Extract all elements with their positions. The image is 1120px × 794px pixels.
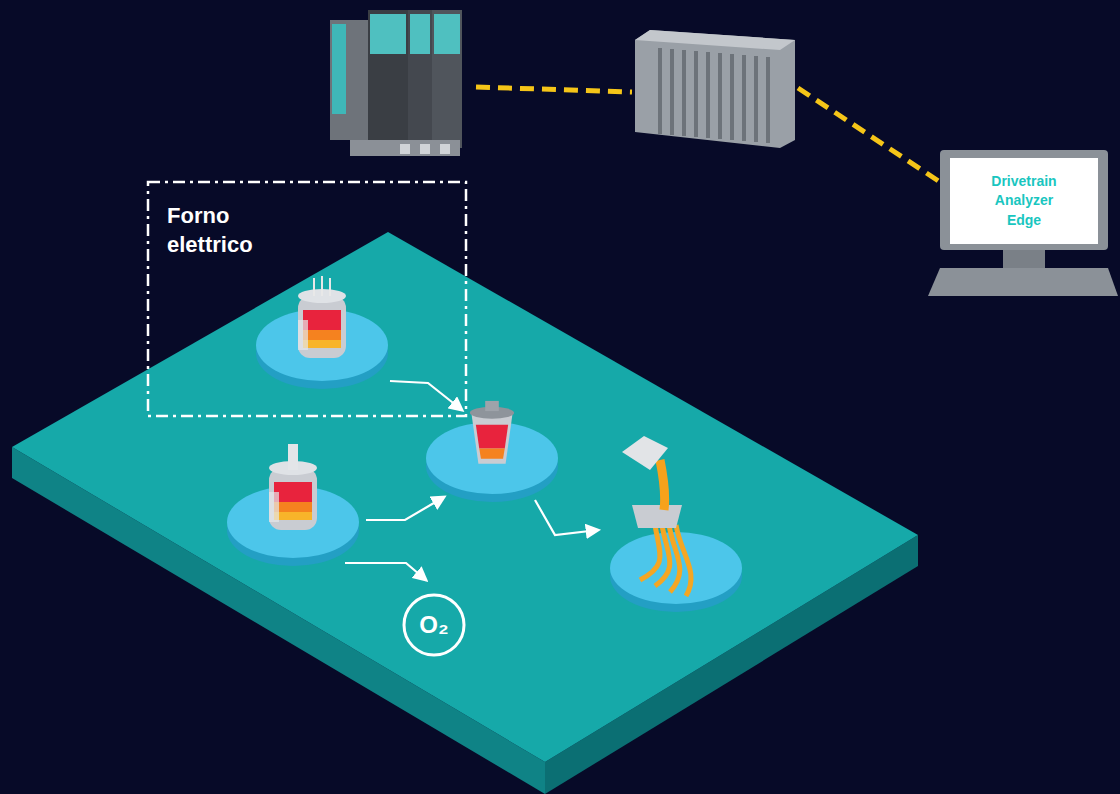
region-box: Forno elettrico — [148, 182, 466, 416]
monitor — [928, 150, 1118, 296]
network-link — [476, 87, 940, 182]
screen-box: Drivetrain Analyzer Edge — [950, 158, 1098, 244]
node-label: Forno elettrico — [167, 202, 297, 259]
caster — [610, 436, 742, 612]
gas-circle: O₂ — [402, 593, 466, 657]
node-label: O₂ — [419, 612, 448, 638]
industrial-pc — [635, 30, 795, 148]
region-outline — [148, 182, 466, 416]
drive-unit — [330, 10, 462, 156]
flow-arrow — [345, 381, 598, 580]
node-label: Drivetrain Analyzer Edge — [976, 172, 1072, 231]
